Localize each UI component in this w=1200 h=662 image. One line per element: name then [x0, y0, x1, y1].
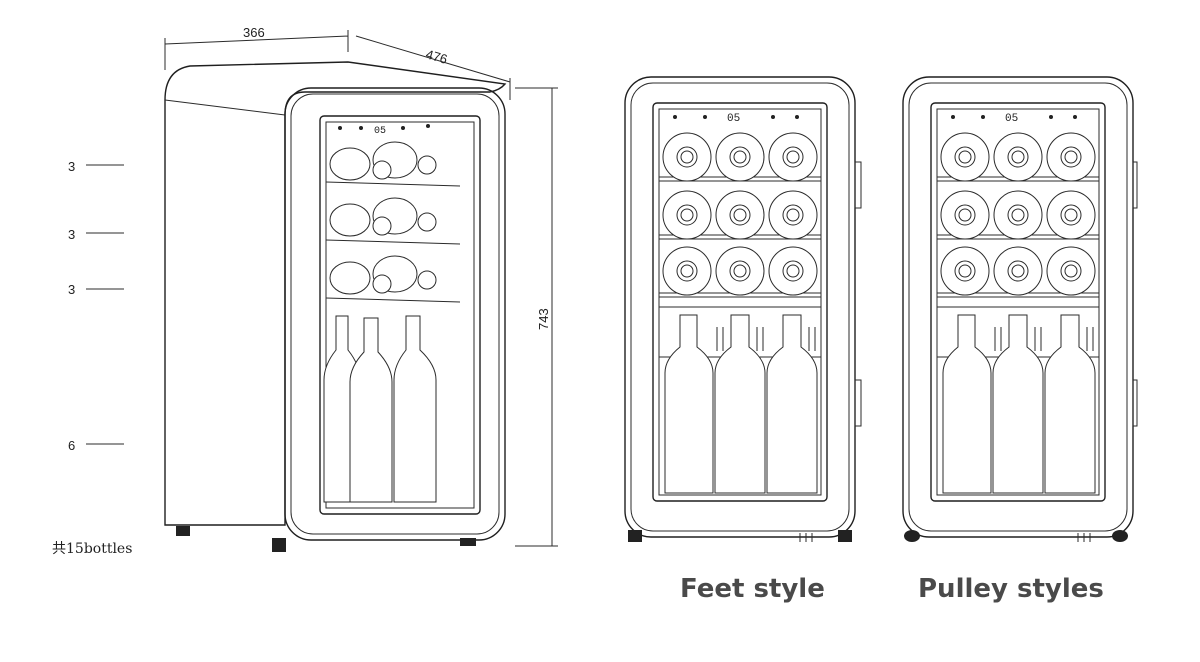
standing-bottles-iso	[323, 315, 437, 503]
front-view-feet: Feet style	[624, 76, 862, 604]
shelf-count-4: 6	[68, 438, 75, 453]
svg-text:05: 05	[374, 126, 386, 137]
total-bottles-label: 共15bottles	[52, 541, 132, 557]
shelf-count-1: 3	[68, 159, 75, 174]
pulley-style-label: Pulley styles	[918, 574, 1104, 604]
height-dimension: 743	[536, 308, 551, 330]
feet-style-label: Feet style	[680, 574, 825, 604]
shelf-bottles-iso	[329, 141, 437, 295]
depth-dimension: 476	[424, 46, 449, 66]
width-dimension: 366	[243, 25, 265, 40]
isometric-view: 366 476 743 05	[52, 25, 558, 557]
shelf-count-3: 3	[68, 282, 75, 297]
shelf-count-2: 3	[68, 227, 75, 242]
front-view-pulley: Pulley styles	[902, 76, 1138, 604]
